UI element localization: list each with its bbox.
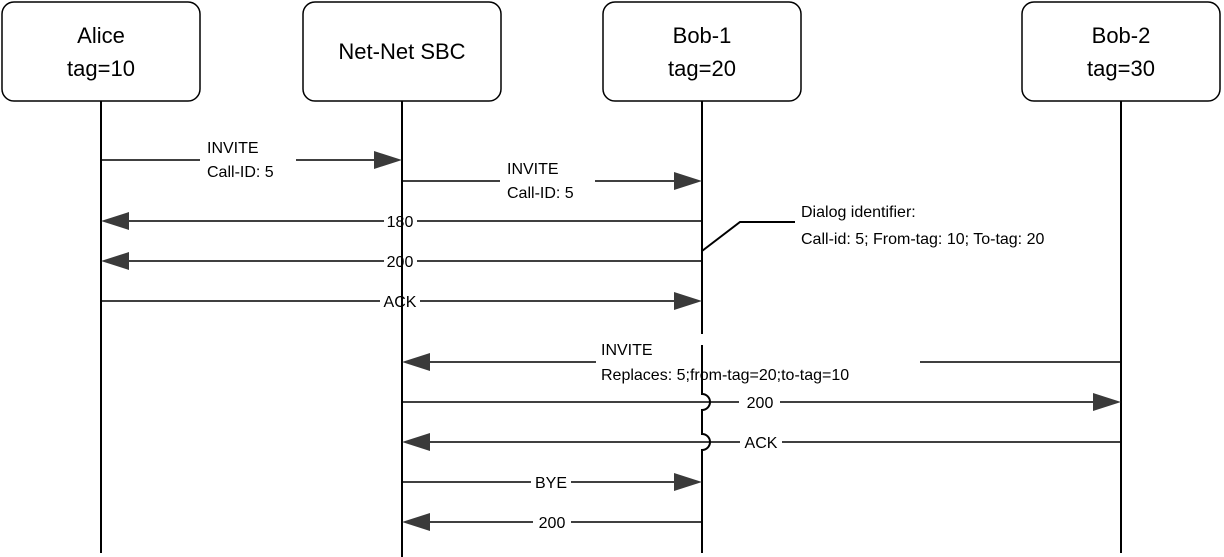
message-200-bob1-to-alice: 200 — [101, 252, 702, 271]
message-label: INVITE — [507, 161, 559, 178]
message-invite-replaces-bob2-to-sbc: INVITE Replaces: 5;from-tag=20;to-tag=10 — [402, 342, 1121, 384]
arrowhead-right-icon — [674, 473, 702, 491]
participant-bob2-tag: tag=30 — [1087, 56, 1155, 81]
message-label: Call-ID: 5 — [507, 185, 574, 202]
arrowhead-left-icon — [101, 212, 129, 230]
message-label: INVITE — [207, 140, 259, 157]
message-invite-sbc-to-bob1: INVITE Call-ID: 5 — [402, 161, 702, 202]
arrowhead-left-icon — [402, 513, 430, 531]
message-200-bob1-to-sbc: 200 — [402, 513, 702, 532]
arrowhead-right-icon — [374, 151, 402, 169]
participant-bob2: Bob-2 tag=30 — [1021, 1, 1221, 102]
arrowhead-right-icon — [1093, 393, 1121, 411]
dialog-identifier-note: Dialog identifier: Call-id: 5; From-tag:… — [701, 204, 1044, 252]
participant-alice-name: Alice — [77, 23, 125, 48]
participant-bob2-name: Bob-2 — [1092, 23, 1151, 48]
arrowhead-left-icon — [402, 433, 430, 451]
message-label: Replaces: 5;from-tag=20;to-tag=10 — [601, 367, 849, 384]
message-bye-sbc-to-bob1: BYE — [402, 473, 702, 492]
participant-alice: Alice tag=10 — [1, 1, 201, 102]
message-label: Call-ID: 5 — [207, 164, 274, 181]
message-ack-bob2-to-sbc: ACK — [402, 433, 1121, 452]
arrowhead-right-icon — [674, 292, 702, 310]
participant-alice-tag: tag=10 — [67, 56, 135, 81]
message-label: ACK — [745, 435, 778, 452]
arrowhead-left-icon — [101, 252, 129, 270]
message-label: 200 — [387, 254, 414, 271]
message-ack-alice-to-bob1: ACK — [101, 292, 702, 311]
note-detail: Call-id: 5; From-tag: 10; To-tag: 20 — [801, 231, 1044, 248]
participant-sbc: Net-Net SBC — [302, 1, 502, 102]
message-label: ACK — [384, 294, 417, 311]
message-label: INVITE — [601, 342, 653, 359]
arrowhead-right-icon — [674, 172, 702, 190]
message-label: 180 — [387, 214, 414, 231]
participant-bob1: Bob-1 tag=20 — [602, 1, 802, 102]
message-200-sbc-to-bob2: 200 — [402, 393, 1121, 412]
participant-bob1-tag: tag=20 — [668, 56, 736, 81]
participant-sbc-name: Net-Net SBC — [338, 39, 465, 64]
message-invite-alice-to-sbc: INVITE Call-ID: 5 — [101, 140, 402, 181]
note-title: Dialog identifier: — [801, 204, 916, 221]
message-label: 200 — [539, 515, 566, 532]
message-label: 200 — [747, 395, 774, 412]
arrowhead-left-icon — [402, 353, 430, 371]
participant-bob1-name: Bob-1 — [673, 23, 732, 48]
message-label: BYE — [535, 475, 567, 492]
message-180-bob1-to-alice: 180 — [101, 212, 702, 231]
lifeline-bob1 — [701, 101, 711, 553]
